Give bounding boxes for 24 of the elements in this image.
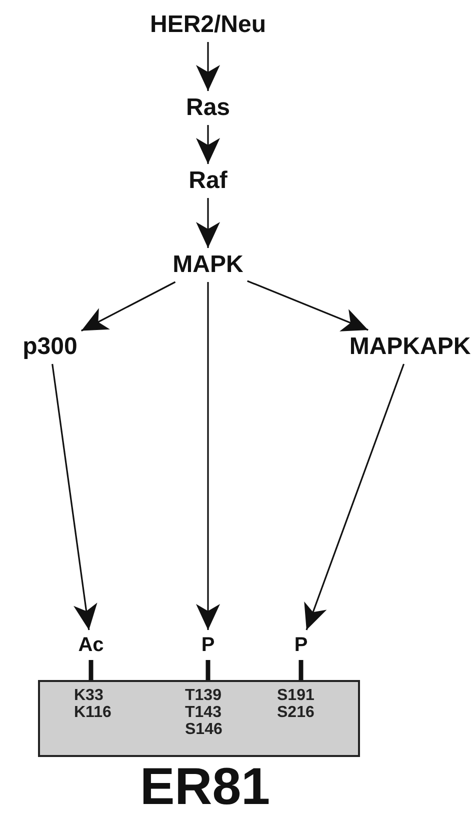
residue-list: T139 T143 S146 <box>185 687 222 738</box>
modification-label: P <box>201 634 215 656</box>
protein-label: MAPK <box>172 252 244 278</box>
connector-line <box>88 660 94 680</box>
protein-label: Ras <box>186 95 230 121</box>
protein-label: Raf <box>188 168 228 194</box>
protein-label: p300 <box>22 334 78 360</box>
residue-list: K33 K116 <box>74 687 112 721</box>
connector-line <box>206 660 210 680</box>
connector-line <box>298 660 304 680</box>
arrow <box>196 282 220 630</box>
residue-list: S191 S216 <box>277 687 314 721</box>
arrow <box>196 42 220 91</box>
arrow <box>196 198 220 248</box>
modification-label: P <box>294 634 308 656</box>
arrow <box>247 280 368 332</box>
arrow <box>196 125 220 164</box>
arrow <box>304 364 405 630</box>
modification-label: Ac <box>78 634 104 656</box>
arrow <box>80 281 176 332</box>
protein-label: MAPKAPK <box>349 334 471 360</box>
protein-name: ER81 <box>140 761 270 813</box>
arrow <box>52 364 98 630</box>
protein-label: HER2/Neu <box>150 12 266 38</box>
